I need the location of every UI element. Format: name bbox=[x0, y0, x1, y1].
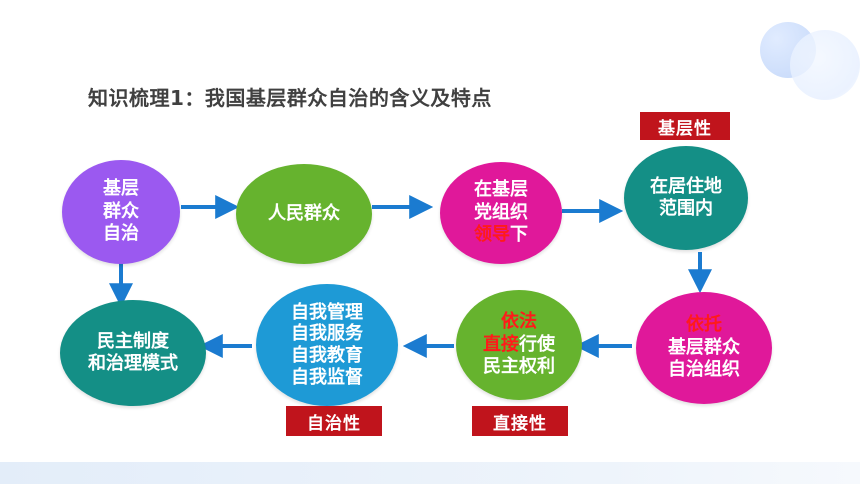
node-text: 自治组织 bbox=[668, 359, 740, 381]
highlight-text: 依法 bbox=[501, 311, 537, 333]
highlight-text: 直接 bbox=[483, 333, 519, 355]
highlight-text: 领导 bbox=[474, 224, 510, 246]
badge-grassroots: 基层性 bbox=[640, 112, 730, 140]
node-text: 在居住地 bbox=[650, 175, 722, 197]
node-self-management: 自我管理 自我服务 自我教育 自我监督 bbox=[256, 284, 398, 406]
node-text: 自治 bbox=[103, 223, 139, 245]
node-text: 群众 bbox=[103, 200, 139, 222]
node-text: 人民群众 bbox=[268, 202, 340, 224]
node-text: 下 bbox=[510, 224, 528, 246]
node-text: 党组织 bbox=[474, 201, 528, 223]
node-text: 自我管理 bbox=[291, 301, 363, 323]
node-text: 行使 bbox=[519, 333, 555, 355]
badge-directness: 直接性 bbox=[472, 406, 568, 436]
node-people: 人民群众 bbox=[236, 164, 372, 264]
slide-title: 知识梳理1：我国基层群众自治的含义及特点 bbox=[88, 86, 492, 110]
badge-autonomy: 自治性 bbox=[286, 406, 382, 436]
node-text: 在基层 bbox=[474, 179, 528, 201]
node-grassroots-self-governance: 基层 群众 自治 bbox=[62, 160, 180, 264]
node-text: 自我教育 bbox=[291, 345, 363, 366]
node-text: 民主制度 bbox=[97, 330, 169, 352]
bottom-band bbox=[0, 462, 860, 484]
node-exercise-rights: 依法 直接行使 民主权利 bbox=[456, 290, 582, 400]
node-text: 民主权利 bbox=[483, 356, 555, 378]
node-text: 直接行使 bbox=[483, 334, 555, 357]
node-text: 基层群众 bbox=[668, 336, 740, 358]
node-text: 自我监督 bbox=[291, 366, 363, 388]
node-democratic-system: 民主制度 和治理模式 bbox=[60, 300, 206, 406]
node-party-leadership: 在基层 党组织 领导下 bbox=[440, 162, 562, 264]
node-residence-area: 在居住地 范围内 bbox=[624, 146, 748, 250]
node-text: 范围内 bbox=[659, 198, 713, 219]
node-text: 基层 bbox=[103, 178, 139, 200]
node-rely-on-organizations: 依托 基层群众 自治组织 bbox=[636, 292, 772, 404]
highlight-text: 依托 bbox=[686, 314, 722, 336]
decorative-circle bbox=[790, 30, 860, 100]
node-text: 和治理模式 bbox=[88, 353, 178, 374]
node-text: 领导下 bbox=[474, 224, 528, 247]
node-text: 自我服务 bbox=[291, 323, 363, 345]
